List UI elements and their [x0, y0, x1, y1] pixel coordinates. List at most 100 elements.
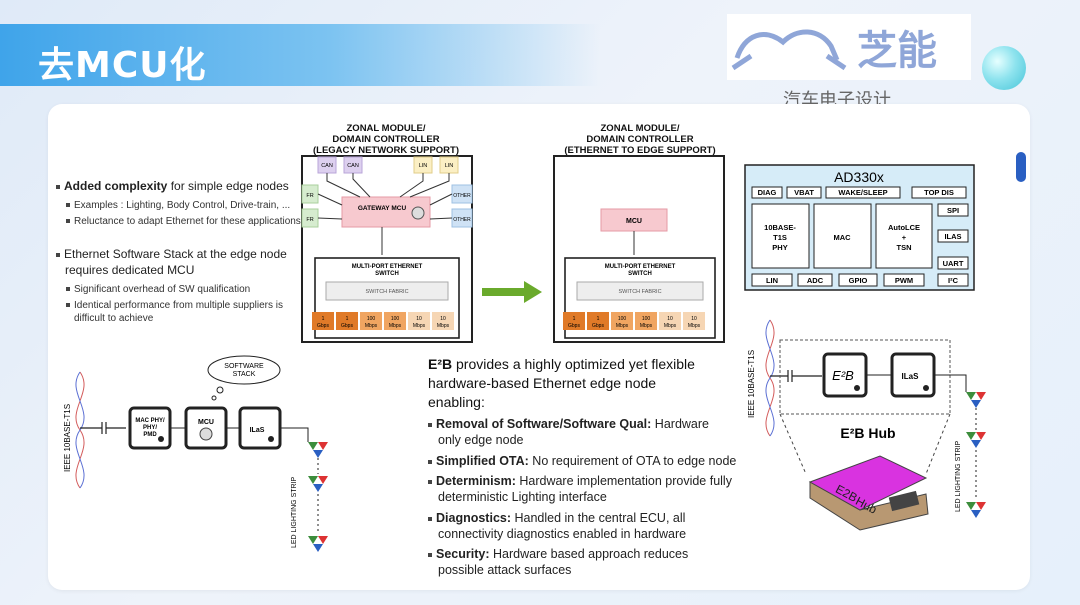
edge-network-diagram: MCU MULTI-PORT ETHERNET SWITCH SWITCH FA…	[553, 155, 725, 343]
feature-item: Determinism: Hardware implementation pro…	[428, 473, 732, 489]
svg-text:OTHER: OTHER	[453, 217, 471, 223]
svg-text:SWITCH: SWITCH	[628, 271, 652, 277]
twisted-pair-icon	[75, 371, 85, 489]
svg-text:ADC: ADC	[807, 276, 824, 285]
car-logo-icon: 芝能	[731, 29, 937, 73]
e2b-intro: E²B provides a highly optimized yet flex…	[428, 356, 695, 410]
svg-text:PHY: PHY	[772, 243, 787, 252]
svg-text:MCU: MCU	[626, 218, 642, 225]
ad330x-title: AD330x	[834, 169, 884, 185]
svg-text:10BASE-: 10BASE-	[764, 223, 796, 232]
edge-diagram-title: ZONAL MODULE/DOMAIN CONTROLLER(ETHERNET …	[564, 123, 716, 156]
svg-text:Mbps: Mbps	[616, 323, 629, 329]
bus-label: IEEE 10BASE-T1S	[747, 350, 756, 418]
svg-text:SWITCH: SWITCH	[375, 271, 399, 277]
slide-title: 去MCU化	[38, 45, 207, 86]
svg-text:100: 100	[618, 316, 627, 322]
svg-text:Mbps: Mbps	[365, 323, 378, 329]
legacy-diagram-title: ZONAL MODULE/DOMAIN CONTROLLER(LEGACY NE…	[312, 123, 460, 156]
strip-label: LED LIGHTING STRIP	[955, 440, 962, 512]
sub-bullet: Examples : Lighting, Body Control, Drive…	[66, 198, 290, 213]
svg-text:UART: UART	[943, 259, 964, 268]
bullet-sw-stack: Ethernet Software Stack at the edge node	[56, 247, 287, 262]
svg-text:FR: FR	[306, 217, 313, 223]
svg-text:LIN: LIN	[445, 163, 454, 169]
svg-text:PHY/: PHY/	[143, 425, 157, 431]
svg-text:SPI: SPI	[947, 206, 959, 215]
svg-text:10: 10	[667, 316, 673, 322]
svg-text:Mbps: Mbps	[437, 323, 450, 329]
svg-text:Mbps: Mbps	[688, 323, 701, 329]
ad330x-block-diagram: AD330x DIAG VBAT WAKE/SLEEP TOP DIS 10BA…	[744, 164, 975, 291]
svg-text:100: 100	[391, 316, 400, 322]
svg-text:DIAG: DIAG	[758, 188, 777, 197]
e2b-hub-diagram: IEEE 10BASE-T1S E²B ILaS E²B Hub E2B Hub…	[747, 319, 986, 531]
svg-text:Mbps: Mbps	[664, 323, 677, 329]
e2b-chip: E²B	[822, 352, 868, 398]
bus-label: IEEE 10BASE-T1S	[63, 404, 72, 472]
svg-text:1: 1	[573, 316, 576, 322]
svg-text:ILaS: ILaS	[250, 427, 265, 434]
svg-text:I²C: I²C	[948, 276, 959, 285]
svg-text:1: 1	[597, 316, 600, 322]
e2b-hub-label: E²B Hub	[840, 425, 895, 441]
svg-text:1: 1	[346, 316, 349, 322]
svg-text:ILAS: ILAS	[944, 232, 961, 241]
legacy-network-diagram: CAN CAN LIN LIN FR FR OTHER OTHER GATEWA…	[301, 155, 473, 343]
sub-bullet: Identical performance from multiple supp…	[66, 298, 283, 313]
svg-text:10: 10	[691, 316, 697, 322]
svg-text:PMD: PMD	[143, 432, 157, 438]
svg-text:MULTI-PORT ETHERNET: MULTI-PORT ETHERNET	[605, 264, 676, 270]
strip-label: LED LIGHTING STRIP	[291, 476, 298, 548]
mac-phy-chip: MAC PHY/ PHY/ PMD	[128, 406, 172, 450]
mcu-chip: MCU	[184, 406, 228, 450]
svg-text:AutoLCE: AutoLCE	[888, 223, 920, 232]
logo-text: 芝能	[857, 29, 937, 73]
legacy-edge-node-diagram: IEEE 10BASE-T1S MAC PHY/ PHY/ PMD MCU IL…	[63, 355, 328, 552]
svg-text:ILaS: ILaS	[902, 372, 920, 381]
svg-text:Mbps: Mbps	[413, 323, 426, 329]
svg-text:SWITCH FABRIC: SWITCH FABRIC	[618, 289, 661, 295]
sub-bullet: Significant overhead of SW qualification	[66, 282, 250, 297]
svg-text:10: 10	[416, 316, 422, 322]
title-band	[0, 24, 600, 86]
svg-text:GPIO: GPIO	[849, 276, 868, 285]
svg-text:CAN: CAN	[347, 163, 359, 169]
svg-text:FR: FR	[306, 193, 313, 199]
svg-text:Gbps: Gbps	[317, 323, 329, 329]
svg-text:T1S: T1S	[773, 233, 787, 242]
svg-text:OTHER: OTHER	[453, 193, 471, 199]
right-arrow-icon	[482, 281, 542, 303]
svg-text:STACK: STACK	[233, 371, 256, 378]
svg-text:SWITCH FABRIC: SWITCH FABRIC	[365, 289, 408, 295]
twisted-pair-icon	[765, 319, 775, 437]
svg-text:LIN: LIN	[766, 276, 778, 285]
svg-text:VBAT: VBAT	[794, 188, 814, 197]
software-stack-cloud-icon: SOFTWARE STACK	[207, 355, 281, 401]
svg-text:PWM: PWM	[895, 276, 913, 285]
feature-item: Diagnostics: Handled in the central ECU,…	[428, 510, 685, 526]
feature-item: Removal of Software/Software Qual: Hardw…	[428, 416, 709, 432]
brand-logo: 芝能	[727, 14, 971, 80]
svg-text:100: 100	[367, 316, 376, 322]
e2b-hub-module-icon: E2B Hub	[808, 455, 929, 531]
svg-text:TOP DIS: TOP DIS	[924, 188, 954, 197]
bullet-sw-stack-line2: requires dedicated MCU	[65, 263, 195, 277]
svg-text:Gbps: Gbps	[568, 323, 580, 329]
svg-text:E²B: E²B	[832, 368, 854, 383]
svg-text:100: 100	[642, 316, 651, 322]
svg-text:MAC: MAC	[833, 233, 851, 242]
svg-text:GATEWAY MCU: GATEWAY MCU	[358, 205, 407, 212]
svg-text:MCU: MCU	[198, 419, 214, 426]
svg-text:MAC PHY/: MAC PHY/	[135, 418, 165, 424]
feature-item: Security: Hardware based approach reduce…	[428, 546, 688, 562]
feature-item: Simplified OTA: No requirement of OTA to…	[428, 453, 736, 469]
led-strip-icon	[308, 442, 328, 552]
ilas-chip: ILaS	[890, 352, 936, 398]
svg-text:TSN: TSN	[897, 243, 912, 252]
svg-text:1: 1	[322, 316, 325, 322]
led-strip-icon	[966, 392, 986, 518]
svg-text:Gbps: Gbps	[341, 323, 353, 329]
